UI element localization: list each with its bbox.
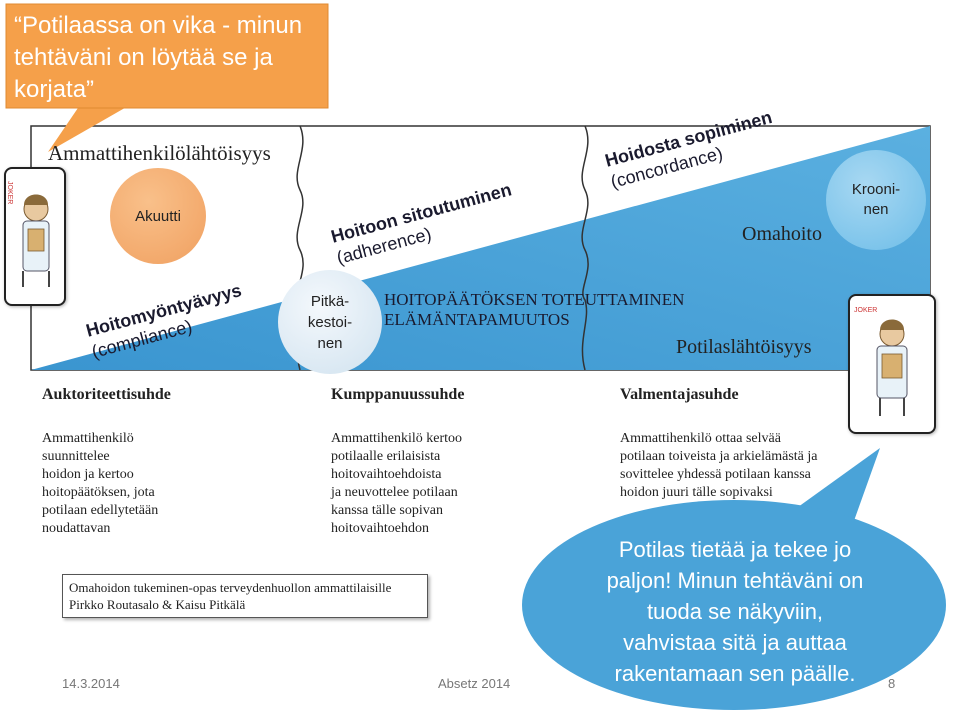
krooninen-line: nen [863, 201, 889, 218]
joker-text: JOKER [6, 181, 13, 204]
callout-top-line: “Potilaassa on vika - minun [14, 12, 303, 39]
joker-figure-icon: JOKER [854, 307, 908, 416]
callout-bottom-line: rakentamaan sen päälle. [614, 661, 856, 686]
footer-center: Absetz 2014 [438, 676, 511, 691]
relation-line: potilaan toiveista ja arkielämästä ja [620, 449, 818, 464]
callout-top-shape [5, 3, 329, 109]
relation-line: Ammattihenkilö kertoo [331, 431, 463, 446]
callout-bottom-line: Potilas tietää ja tekee jo [618, 537, 852, 562]
akuutti-label: Akuutti [135, 207, 181, 225]
source-box: Omahoidon tukeminen-opas terveydenhuollo… [62, 574, 428, 618]
pitkakestoinen-line: nen [317, 334, 343, 352]
callout-top-tail [48, 105, 130, 152]
center-line: HOITOPÄÄTÖKSEN TOTEUTTAMINEN [384, 290, 685, 309]
omahoito-label: Omahoito [742, 223, 822, 245]
relation-line: potilaalle erilaisista [331, 449, 441, 464]
patient-wedge [31, 126, 930, 370]
joker-figure-icon: JOKER [6, 181, 50, 287]
relation-body-2: Ammattihenkilö kertoo potilaalle erilais… [331, 430, 462, 538]
pitkakestoinen-circle: Pitkä- kestoi- nen [278, 270, 382, 374]
joker-text: JOKER [854, 307, 877, 314]
callout-top-line: tehtäväni on löytää se ja [14, 44, 273, 71]
source-line: Pirkko Routasalo & Kaisu Pitkälä [69, 597, 246, 612]
relation-line: hoitopäätöksen, jota [42, 485, 155, 500]
callout-bottom-text: Potilas tietää ja tekee jo paljon! Minun… [530, 534, 940, 689]
callout-bottom-shape [522, 500, 946, 710]
relation-line: suunnittelee [42, 449, 110, 464]
relation-head-3: Valmentajasuhde [620, 386, 739, 403]
joker-card-right: JOKER [848, 294, 936, 434]
relation-line: hoitovaihtoehdon [331, 521, 429, 536]
relation-head-2: Kumppanuussuhde [331, 386, 465, 403]
footer-date: 14.3.2014 [62, 676, 120, 691]
relation-line: noudattavan [42, 521, 111, 536]
left-heading: Ammattihenkilölähtöisyys [48, 141, 271, 165]
callout-top-text: “Potilaassa on vika - minun tehtäväni on… [14, 10, 302, 106]
center-line: ELÄMÄNTAPAMUUTOS [384, 310, 570, 329]
divider-wave-2 [581, 125, 589, 371]
akuutti-circle: Akuutti [110, 168, 206, 264]
krooninen-circle: Krooni- nen [826, 150, 926, 250]
relation-body-3: Ammattihenkilö ottaa selvää potilaan toi… [620, 430, 817, 502]
callout-top-line: korjata” [14, 76, 95, 103]
callout-bottom-line: paljon! Minun tehtäväni on [606, 568, 864, 593]
relation-head-1: Auktoriteettisuhde [42, 386, 171, 403]
relation-line: ja neuvottelee potilaan [331, 485, 458, 500]
relation-body-1: Ammattihenkilö suunnittelee hoidon ja ke… [42, 430, 158, 538]
center-lines: HOITOPÄÄTÖKSEN TOTEUTTAMINEN ELÄMÄNTAPAM… [384, 290, 684, 330]
footer-page: 8 [888, 676, 896, 691]
callout-bottom-line: tuoda se näkyviin, [646, 599, 824, 624]
relation-line: potilaan edellytetään [42, 503, 159, 518]
relation-line: Ammattihenkilö ottaa selvää [620, 431, 781, 446]
krooninen-line: Krooni- [851, 181, 901, 198]
relation-line: Ammattihenkilö [42, 431, 134, 446]
relation-line: hoidon juuri tälle sopivaksi [620, 485, 773, 500]
pitkakestoinen-line: kestoi- [307, 313, 353, 331]
pitkakestoinen-line: Pitkä- [310, 292, 350, 310]
relation-line: hoidon ja kertoo [42, 467, 134, 482]
relation-line: hoitovaihtoehdoista [331, 467, 442, 482]
source-line: Omahoidon tukeminen-opas terveydenhuollo… [69, 580, 392, 595]
callout-bottom-line: vahvistaa sitä ja auttaa [623, 630, 847, 655]
relation-line: kanssa tälle sopivan [331, 503, 443, 518]
relation-line: sovittelee yhdessä potilaan kanssa [620, 467, 811, 482]
right-heading: Potilaslähtöisyys [676, 336, 812, 358]
joker-card-left: JOKER [4, 167, 66, 306]
